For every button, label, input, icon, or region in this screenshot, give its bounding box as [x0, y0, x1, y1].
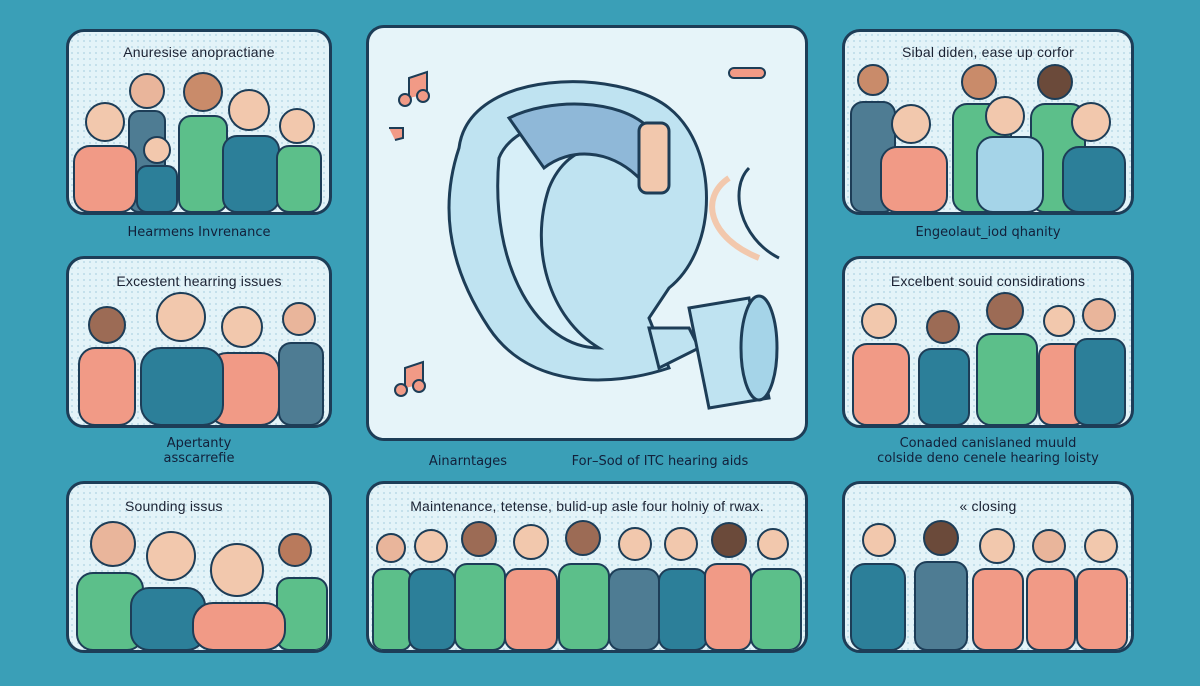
- caption-left-2: Apertanty asscarrefie: [66, 436, 332, 466]
- panel-mid-right: Excelbent souid considirations: [842, 256, 1134, 428]
- hearing-aid-illustration: [389, 67, 780, 410]
- panel-title: Anuresise anopractiane: [123, 44, 275, 60]
- people-illustration: [76, 521, 328, 650]
- caption-line: asscarrefie: [163, 451, 235, 466]
- caption-center-right: For–Sod of ITC hearing aids: [571, 454, 749, 469]
- caption-line: Conaded canislaned muuld: [899, 436, 1077, 451]
- panel-top-right: Sibal diden, ease up corfor: [842, 29, 1134, 215]
- people-illustration: [73, 72, 322, 212]
- caption-left-1: Hearmens Invrenance: [127, 225, 271, 240]
- panel-title: Sounding issus: [125, 498, 223, 514]
- panel-center-device: [366, 25, 808, 441]
- people-illustration: [850, 520, 1128, 650]
- panel-title: Excestent hearring issues: [116, 273, 282, 289]
- people-illustration: [852, 292, 1126, 425]
- panel-bottom-left: Sounding issus: [66, 481, 332, 653]
- caption-right-2: Conaded canislaned muuld colside deno ce…: [842, 436, 1134, 466]
- caption-right-1: Engeolaut_iod qhanity: [915, 225, 1061, 240]
- panel-bottom-right: « closing: [842, 481, 1134, 653]
- caption-line: Apertanty: [166, 436, 232, 451]
- caption-center-left: Ainarntages: [428, 454, 508, 469]
- people-illustration: [78, 292, 324, 425]
- panel-mid-left: Excestent hearring issues: [66, 256, 332, 428]
- panel-title: Maintenance, tetense, bulid-up asle four…: [410, 498, 764, 514]
- people-illustration: [850, 64, 1126, 212]
- panel-top-left: Anuresise anopractiane: [66, 29, 332, 215]
- panel-title: Excelbent souid considirations: [890, 273, 1086, 289]
- panel-title: « closing: [959, 498, 1017, 514]
- panel-title: Sibal diden, ease up corfor: [902, 44, 1074, 60]
- panel-bottom-center: Maintenance, tetense, bulid-up asle four…: [366, 481, 808, 653]
- people-illustration: [372, 520, 802, 650]
- caption-line: colside deno cenele hearing loisty: [877, 451, 1099, 466]
